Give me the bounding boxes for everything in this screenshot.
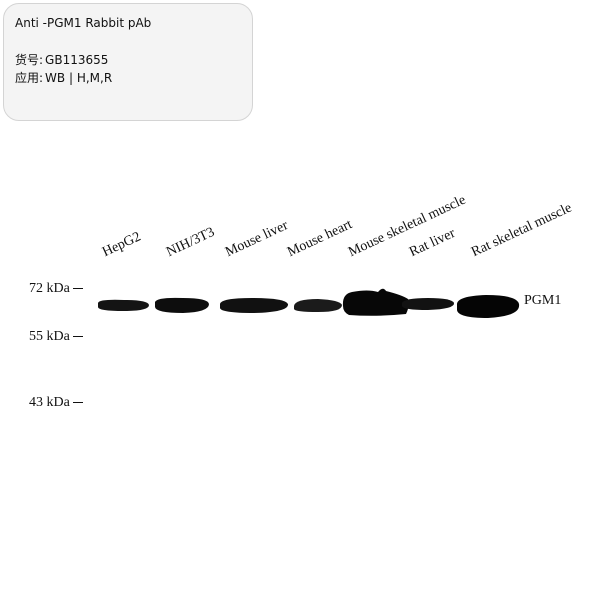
band-mouse-liver (220, 298, 289, 313)
band-nih3t3 (155, 297, 209, 313)
marker-72kda: 72 kDa (29, 281, 83, 297)
band-rat-liver (402, 298, 455, 310)
band-mouse-heart (294, 299, 342, 312)
antibody-info-card: Anti -PGM1 Rabbit pAb 货号:GB113655 应用:WB … (3, 3, 253, 121)
antibody-title: Anti -PGM1 Rabbit pAb (15, 16, 152, 30)
catalog-value: GB113655 (45, 53, 109, 67)
band-hepg2 (98, 299, 149, 311)
band-rat-skeletal-muscle (456, 295, 520, 318)
application-row: 应用:WB | H,M,R (15, 71, 112, 85)
marker-55kda: 55 kDa (29, 329, 83, 345)
catalog-number-row: 货号:GB113655 (15, 53, 108, 67)
band-label-pgm1: PGM1 (524, 293, 562, 308)
application-value: WB | H,M,R (45, 71, 113, 85)
marker-43kda: 43 kDa (29, 395, 83, 411)
catalog-label: 货号: (15, 53, 44, 67)
band-mouse-skeletal-muscle (342, 288, 409, 316)
application-label: 应用: (15, 71, 44, 85)
